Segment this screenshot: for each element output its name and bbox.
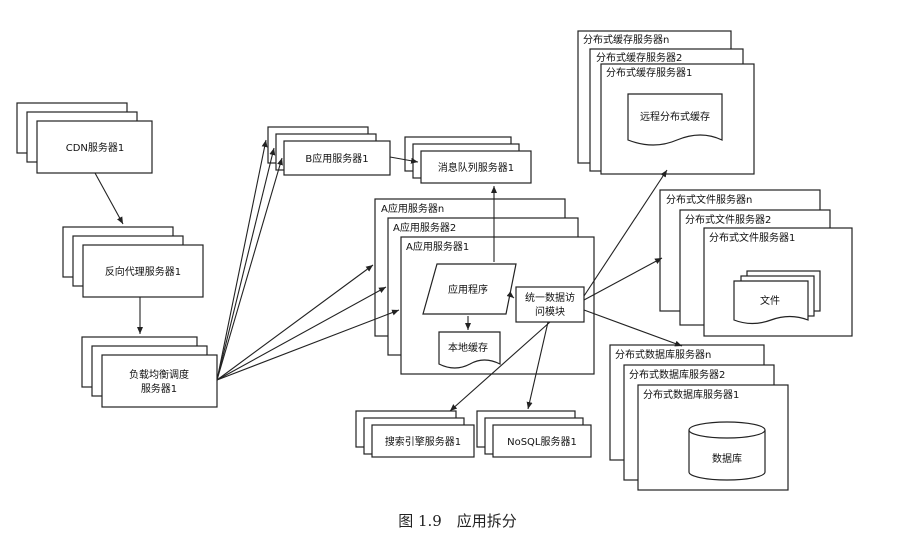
edge-lb-to-b-app-2 [216,147,276,381]
load-balancer-label-line2: 服务器1 [141,382,177,395]
db-server-n-label: 分布式数据库服务器n [615,348,711,361]
search-engine-stack: 搜索引擎服务器1 [355,410,475,458]
file-doc-shape [733,280,809,325]
a-app-server-n-label: A应用服务器n [381,202,444,215]
a-app-server-stack: A应用服务器n A应用服务器2 A应用服务器1 应用程序 本地缓存 [374,198,595,375]
message-queue-label: 消息队列服务器1 [438,161,514,174]
edge-data-to-file [583,257,663,301]
edge-data-to-search [449,321,551,412]
edge-app-to-data-access [506,291,515,299]
app-program-shape [422,263,517,315]
distributed-file-stack: 分布式文件服务器n 分布式文件服务器2 分布式文件服务器1 文件 [659,189,853,337]
db-server-1-label: 分布式数据库服务器1 [643,388,739,401]
distributed-database-stack: 分布式数据库服务器n 分布式数据库服务器2 分布式数据库服务器1 数据库 [609,344,789,491]
reverse-proxy-stack: 反向代理服务器1 [62,226,204,298]
local-cache-label: 本地缓存 [448,341,488,354]
edge-lb-to-b-app-3 [216,157,283,381]
edge-data-to-db [583,309,683,347]
cache-server-1-label: 分布式缓存服务器1 [606,66,692,79]
file-server-n-label: 分布式文件服务器n [666,193,752,206]
remote-cache-shape [627,93,723,146]
edge-lb-to-a-app-3 [216,309,400,381]
a-app-server-1-label: A应用服务器1 [406,240,469,253]
edge-lb-to-b-app-1 [216,139,268,381]
app-program-label: 应用程序 [448,283,488,296]
data-access-label-line1: 统一数据访 [525,291,575,304]
edge-data-to-cache [583,169,668,297]
nosql-label: NoSQL服务器1 [507,435,577,448]
a-app-server-2-label: A应用服务器2 [393,221,456,234]
cdn-server-label: CDN服务器1 [66,141,125,154]
database-cylinder-icon [688,421,766,481]
file-label: 文件 [760,294,780,307]
load-balancer-stack: 负载均衡调度 服务器1 [81,336,218,408]
edge-b-app-to-mq [389,156,419,164]
figure-caption: 图 1.9 应用拆分 [398,512,517,530]
b-app-server-stack: B应用服务器1 [267,126,391,176]
edge-lb-to-a-app-1 [216,264,374,381]
edge-data-to-nosql [526,321,549,410]
data-access-module: 统一数据访 问模块 [515,286,585,323]
cache-server-n-label: 分布式缓存服务器n [583,33,669,46]
edge-cdn-to-proxy [94,172,124,225]
cache-server-2-label: 分布式缓存服务器2 [596,51,682,64]
remote-cache-label: 远程分布式缓存 [640,110,710,123]
file-server-1-label: 分布式文件服务器1 [709,231,795,244]
edge-lb-to-a-app-2 [216,286,387,381]
b-app-server-label: B应用服务器1 [305,152,368,165]
distributed-cache-stack: 分布式缓存服务器n 分布式缓存服务器2 分布式缓存服务器1 远程分布式缓存 [577,30,755,175]
file-server-2-label: 分布式文件服务器2 [685,213,771,226]
load-balancer-label-line1: 负载均衡调度 [129,368,189,381]
database-label: 数据库 [712,452,742,465]
reverse-proxy-label: 反向代理服务器1 [105,265,181,278]
db-server-2-label: 分布式数据库服务器2 [629,368,725,381]
message-queue-stack: 消息队列服务器1 [404,136,532,184]
local-cache-shape [438,331,501,369]
data-access-label-line2: 问模块 [535,305,565,318]
search-engine-label: 搜索引擎服务器1 [385,435,461,448]
nosql-stack: NoSQL服务器1 [476,410,592,458]
cdn-server-stack: CDN服务器1 [16,102,153,174]
edges [94,139,683,412]
